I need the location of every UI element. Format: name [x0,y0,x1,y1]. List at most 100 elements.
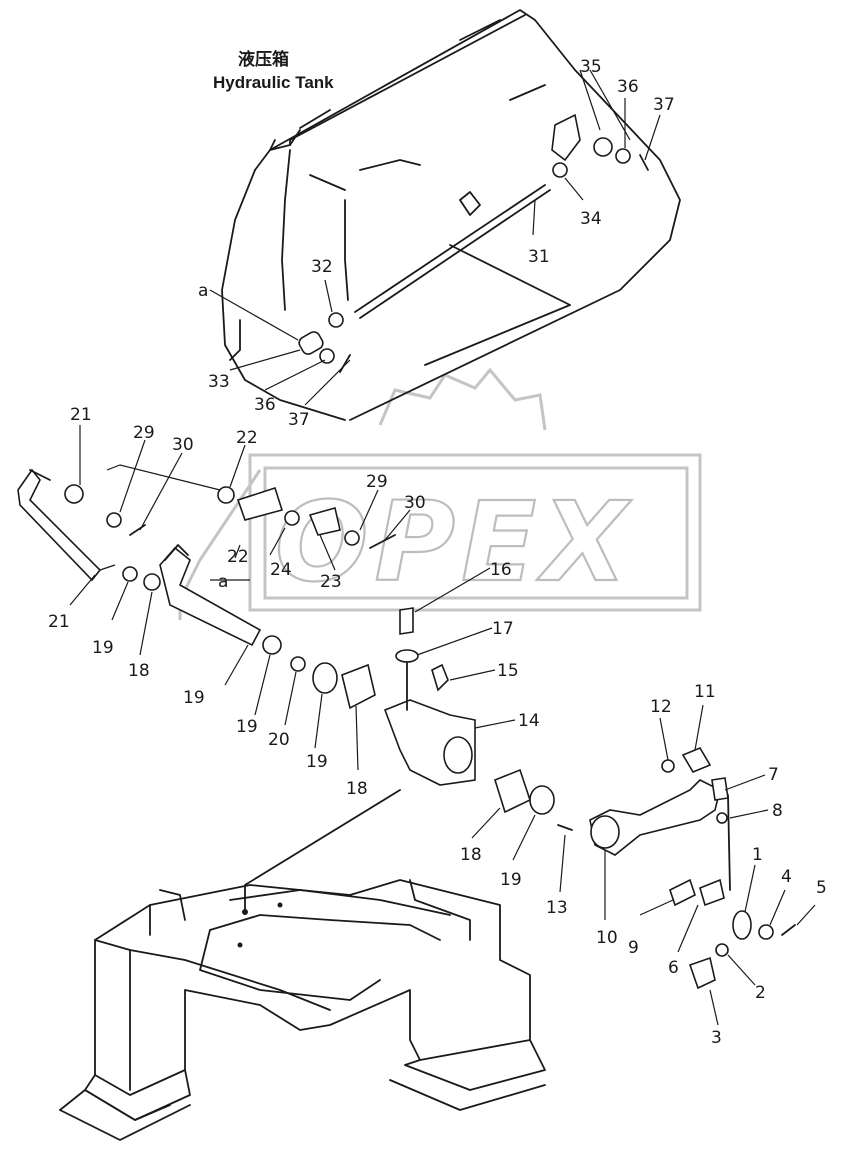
callout-11: 11 [694,682,716,702]
lever-23 [17,468,102,582]
callout-a-top: a [198,281,208,301]
nut-36-lower [319,348,335,364]
pin-37-lower [339,354,351,373]
callout-1: 1 [752,845,763,865]
bolt-11 [681,746,712,774]
nut-29-left [106,512,122,528]
control-rod-31 [298,113,649,373]
bushing-21-right [262,635,282,655]
ring-12 [661,759,675,773]
rod-end-35 [593,137,613,157]
callout-26: 22 [227,547,249,567]
washer-22 [122,566,138,582]
right-lever-group [589,746,796,990]
nut-8 [716,812,728,824]
clevis-3 [688,956,716,990]
lever-20 [159,546,262,647]
watermark-logo: OPEX [178,367,702,620]
callout-25: 22 [236,428,258,448]
lever-24-end [64,484,84,504]
callout-34: 34 [580,209,602,229]
bearing-18-lower [494,768,531,814]
pin-37-upper [639,154,649,171]
nut-36-upper [615,148,631,164]
key-13 [557,824,573,831]
pin-30-right [369,534,396,549]
callout-6: 6 [668,958,679,978]
callout-labels: 35 36 37 34 31 32 a 33 36 37 21 29 30 22… [48,57,827,1048]
callout-16: 16 [490,560,512,580]
callout-22: 19 [92,638,114,658]
washer-17 [395,649,419,663]
rod-end-27 [308,507,341,536]
watermark-text: OPEX [275,478,633,606]
callout-24: 21 [70,405,92,425]
callout-31: 31 [528,247,550,267]
callout-19: 19 [306,752,328,772]
link-26 [236,486,284,521]
hydraulic-tank [221,9,681,421]
callout-37-lower: 37 [288,410,310,430]
callout-17: 17 [492,619,514,639]
nut-34 [552,162,568,178]
nut-4 [758,924,774,940]
clevis-6 [699,878,725,907]
fitting-15 [431,663,449,692]
bushing-25 [217,486,235,504]
callout-32: 32 [311,257,333,277]
bracket-14-group [383,607,573,831]
leader-lines [69,69,816,1026]
bearing-18 [341,663,376,710]
rod-end-1 [732,910,752,940]
bolt-7 [711,777,729,801]
callout-8: 8 [772,801,783,821]
nut-32 [328,312,344,328]
callout-28: 24 [270,560,292,580]
callout-5: 5 [816,878,827,898]
washer-28 [284,510,300,526]
lever-assembly [17,468,396,710]
seal-19 [312,662,338,694]
callout-7: 7 [768,765,779,785]
callout-33: 33 [208,372,230,392]
callout-29: 29 [133,423,155,443]
washer-22-right [290,656,306,672]
washer-2 [715,943,729,957]
callout-10: 10 [596,928,618,948]
callout-36-lower: 36 [254,395,276,415]
callout-15: 15 [497,661,519,681]
callout-19-lower: 19 [500,870,522,890]
bushing-21 [143,573,161,591]
callout-12: 12 [650,697,672,717]
pin-30-left [129,524,146,536]
callout-27: 23 [320,572,342,592]
rod-end-33 [298,331,324,355]
seal-19-lower [529,785,555,815]
callout-14: 14 [518,711,540,731]
callout-4: 4 [781,867,792,887]
callout-35: 35 [580,57,602,77]
pin-5 [781,924,796,936]
callout-23: 21 [48,612,70,632]
bolt-16 [399,607,414,635]
pin-9 [669,878,696,907]
title-chinese: 液压箱 [238,49,289,69]
callout-3: 3 [711,1028,722,1048]
callout-21-right: 19 [236,717,258,737]
callout-18: 18 [346,779,368,799]
callout-30-right: 30 [404,493,426,513]
callout-13: 13 [546,898,568,918]
callout-37: 37 [653,95,675,115]
callout-36: 36 [617,77,639,97]
callout-21: 18 [128,661,150,681]
callout-22-right: 20 [268,730,290,750]
support-frame [59,789,546,1141]
nut-29-right [344,530,360,546]
callout-2: 2 [755,983,766,1003]
callout-9: 9 [628,938,639,958]
callout-20: 19 [183,688,205,708]
bracket-35 [551,113,581,162]
callout-30: 30 [172,435,194,455]
callout-a-mid: a [218,572,228,592]
